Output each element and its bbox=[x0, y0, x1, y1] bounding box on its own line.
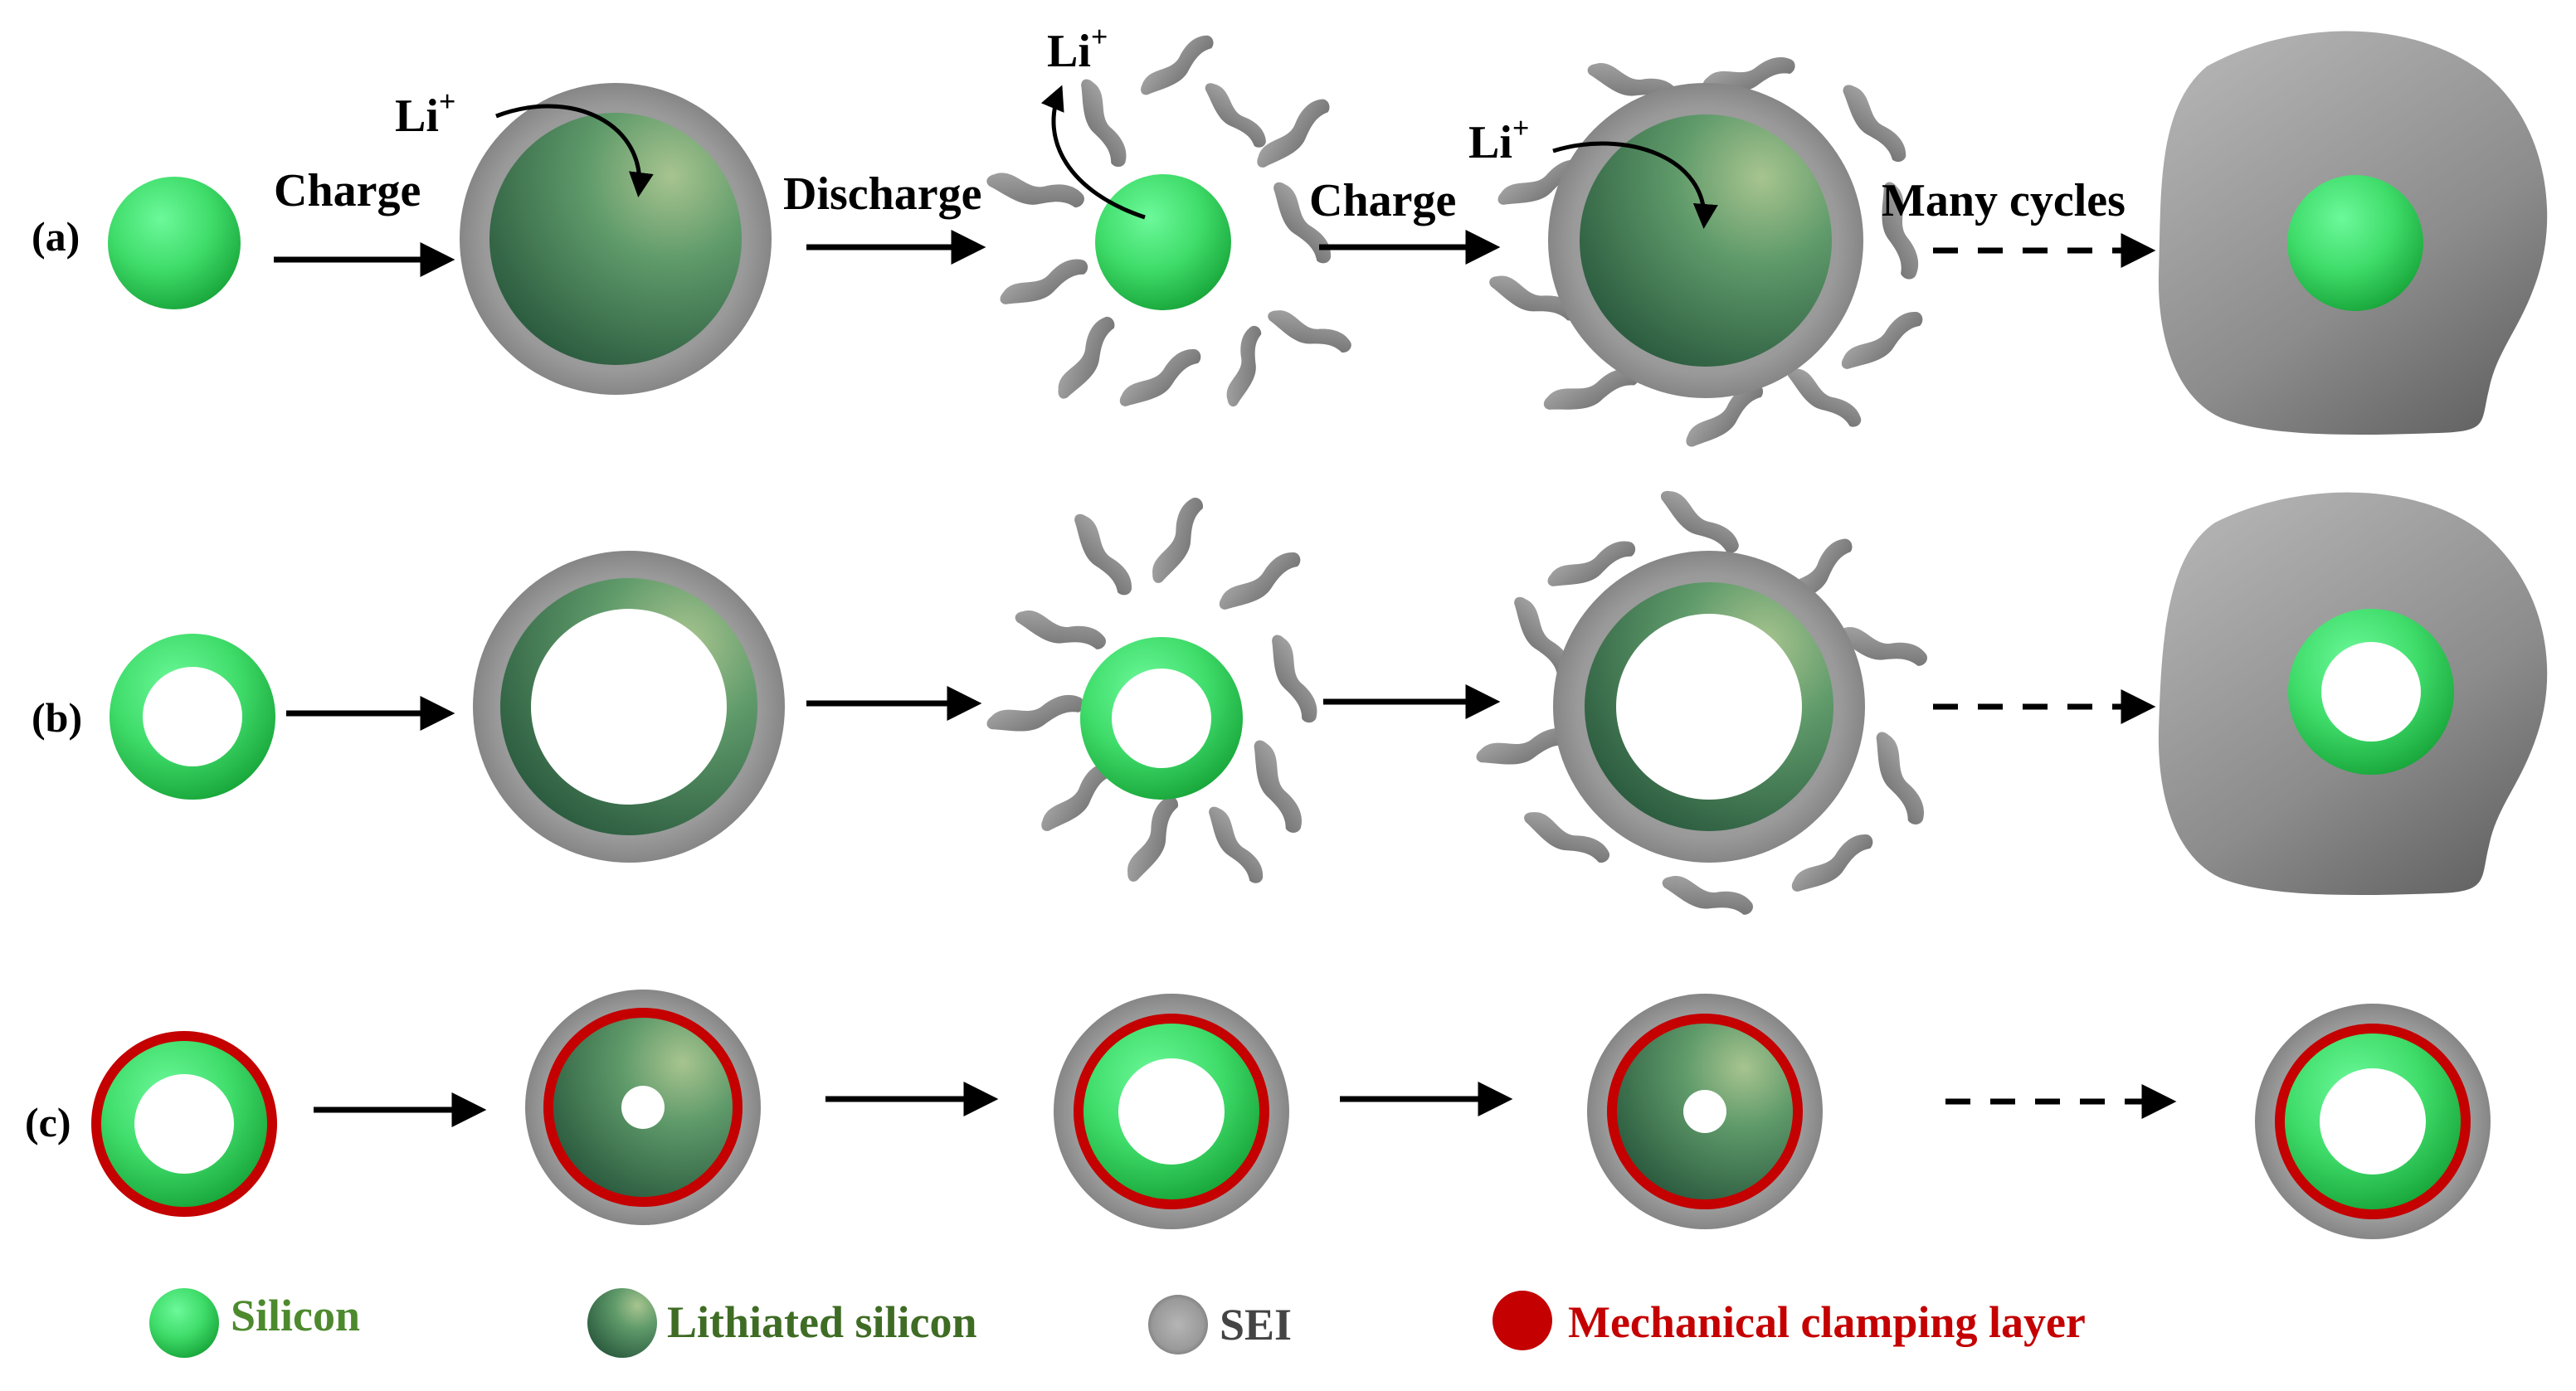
legend-sei-label: SEI bbox=[1220, 1300, 1292, 1350]
row-b-hollow-core-final bbox=[2321, 642, 2421, 742]
li-ion-label-1: Li+ bbox=[395, 85, 455, 142]
row-a-silicon-core-final bbox=[2287, 175, 2423, 311]
row-a-silicon-particle-delithiated bbox=[1095, 174, 1231, 310]
row-c-hollow-core-4 bbox=[1683, 1090, 1726, 1133]
row-b-hollow-core-4 bbox=[1616, 614, 1802, 800]
row-c-hollow-core-5 bbox=[2320, 1068, 2426, 1175]
legend-lithiated-silicon-swatch bbox=[587, 1288, 657, 1358]
row-c-hollow-core-1 bbox=[134, 1074, 234, 1174]
charge-label-2: Charge bbox=[1309, 175, 1456, 226]
row-a-silicon-particle bbox=[108, 177, 241, 309]
many-cycles-label: Many cycles bbox=[1882, 175, 2126, 226]
row-a: (a) Charge Li+ Discharge Li+ Charge bbox=[32, 20, 2548, 455]
legend-clamping-layer-label: Mechanical clamping layer bbox=[1568, 1297, 2086, 1347]
discharge-label: Discharge bbox=[783, 168, 982, 220]
row-c-hollow-core-3 bbox=[1118, 1058, 1225, 1165]
legend-clamping-layer-swatch bbox=[1493, 1291, 1552, 1350]
legend-silicon-label: Silicon bbox=[231, 1291, 360, 1340]
row-a-label: (a) bbox=[32, 213, 80, 260]
li-insertion-arrow-1 bbox=[495, 104, 654, 197]
legend-lithiated-silicon-label: Lithiated silicon bbox=[667, 1297, 977, 1347]
row-c-hollow-core-2 bbox=[621, 1086, 665, 1129]
legend-silicon-swatch bbox=[149, 1288, 219, 1358]
row-a-lithiated-silicon-2 bbox=[1580, 114, 1832, 367]
row-b: (b) bbox=[32, 481, 2548, 926]
legend-sei-swatch bbox=[1148, 1295, 1208, 1355]
charge-label-1: Charge bbox=[274, 165, 421, 216]
row-b-hollow-core-1 bbox=[143, 667, 242, 766]
row-c: (c) bbox=[25, 990, 2491, 1239]
li-insertion-arrow-2 bbox=[1552, 141, 1718, 229]
row-b-label: (b) bbox=[32, 694, 82, 741]
legend: Silicon Lithiated silicon SEI Mechanical… bbox=[149, 1288, 2086, 1358]
row-a-lithiated-silicon-1 bbox=[489, 113, 742, 365]
li-ion-label-2: Li+ bbox=[1047, 20, 1108, 77]
row-b-hollow-core-3 bbox=[1112, 669, 1211, 768]
li-ion-label-3: Li+ bbox=[1468, 111, 1529, 168]
row-c-label: (c) bbox=[25, 1099, 71, 1145]
row-b-hollow-core-2 bbox=[531, 609, 727, 805]
li-extraction-arrow bbox=[1040, 85, 1146, 220]
